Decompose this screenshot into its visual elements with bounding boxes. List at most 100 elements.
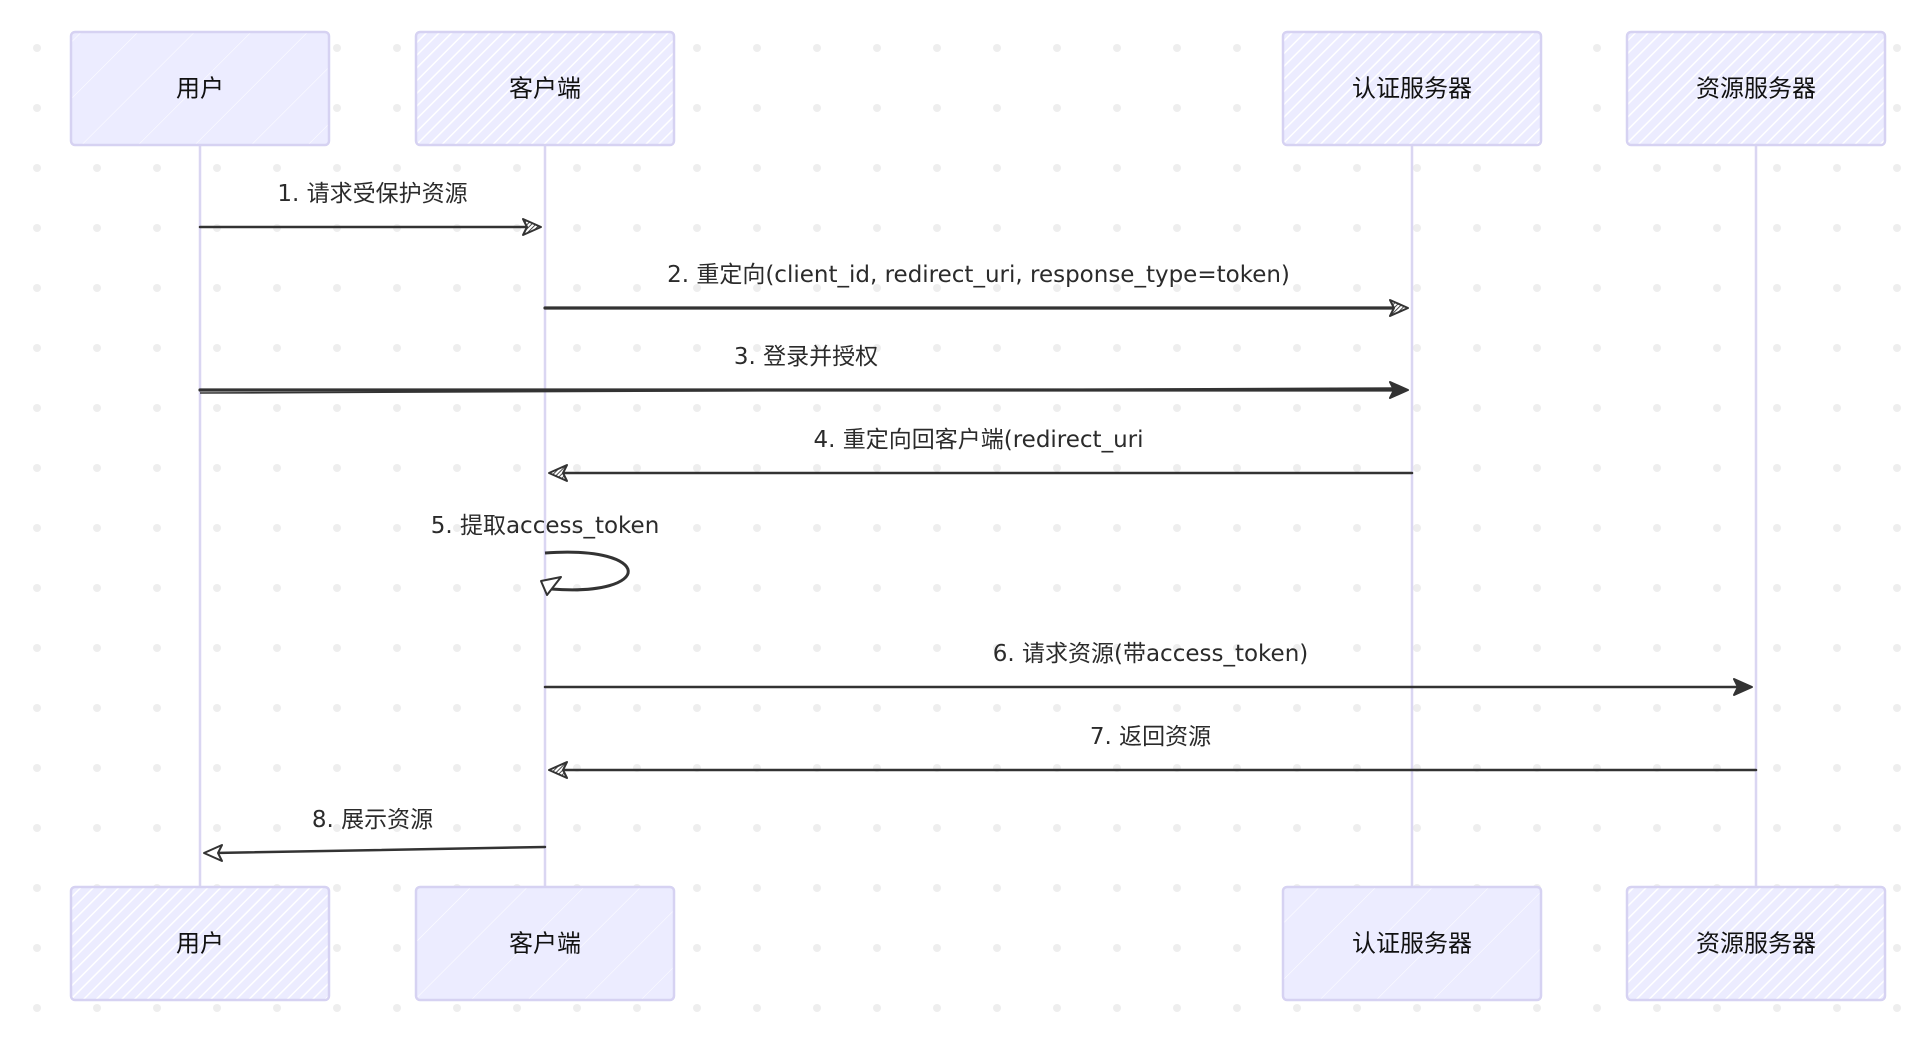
- grid-dot: [1893, 44, 1901, 52]
- grid-dot: [1653, 824, 1661, 832]
- grid-dot: [453, 464, 461, 472]
- grid-dot: [333, 884, 341, 892]
- grid-dot: [1233, 404, 1241, 412]
- actor-box: [414, 30, 676, 147]
- grid-dot: [1833, 644, 1841, 652]
- grid-dot: [1653, 164, 1661, 172]
- grid-dot: [1833, 1004, 1841, 1012]
- grid-dot: [1593, 284, 1601, 292]
- grid-dot: [1293, 824, 1301, 832]
- grid-dot: [1533, 284, 1541, 292]
- grid-dot: [1353, 824, 1361, 832]
- grid-dot: [213, 764, 221, 772]
- grid-dot: [1113, 104, 1121, 112]
- grid-dot: [393, 524, 401, 532]
- grid-dot: [1533, 584, 1541, 592]
- grid-dot: [1593, 164, 1601, 172]
- actor-label: 认证服务器: [1352, 75, 1472, 103]
- grid-dot: [273, 764, 281, 772]
- grid-dot: [933, 404, 941, 412]
- actor-label: 客户端: [509, 930, 581, 958]
- grid-dot: [1533, 164, 1541, 172]
- grid-dot: [1173, 584, 1181, 592]
- grid-dot: [93, 1004, 101, 1012]
- grid-dot: [1833, 224, 1841, 232]
- grid-dot: [573, 164, 581, 172]
- grid-dot: [1593, 584, 1601, 592]
- grid-dot: [1593, 944, 1601, 952]
- grid-dot: [1293, 404, 1301, 412]
- grid-dot: [933, 104, 941, 112]
- grid-dot: [1113, 944, 1121, 952]
- grid-dot: [693, 884, 701, 892]
- grid-dot: [873, 524, 881, 532]
- grid-dot: [1893, 884, 1901, 892]
- grid-dot: [1113, 284, 1121, 292]
- grid-dot: [1053, 524, 1061, 532]
- self-loop-line: [544, 550, 630, 592]
- grid-dot: [1773, 524, 1781, 532]
- grid-dot: [453, 644, 461, 652]
- grid-dot: [993, 284, 1001, 292]
- grid-dot: [33, 704, 41, 712]
- actor-auth-top: 认证服务器: [1281, 30, 1543, 147]
- grid-dot: [753, 584, 761, 592]
- grid-dot: [1893, 344, 1901, 352]
- message-1: 1. 请求受保护资源: [198, 181, 542, 236]
- grid-dot: [393, 704, 401, 712]
- grid-dot: [393, 944, 401, 952]
- grid-dot: [1713, 404, 1721, 412]
- grid-dot: [213, 704, 221, 712]
- grid-dot: [1233, 164, 1241, 172]
- grid-dot: [273, 284, 281, 292]
- grid-dot: [1053, 944, 1061, 952]
- grid-dot: [153, 584, 161, 592]
- grid-dot: [933, 884, 941, 892]
- grid-dot: [813, 944, 821, 952]
- arrowhead-icon: [540, 576, 562, 596]
- grid-dot: [33, 944, 41, 952]
- grid-dot: [333, 524, 341, 532]
- grid-dot: [333, 164, 341, 172]
- grid-dot: [33, 344, 41, 352]
- grid-dot: [693, 644, 701, 652]
- grid-dot: [333, 824, 341, 832]
- grid-dot: [933, 44, 941, 52]
- background-dot-grid: [33, 44, 1901, 1012]
- grid-dot: [93, 164, 101, 172]
- grid-dot: [1413, 704, 1421, 712]
- grid-dot: [1833, 404, 1841, 412]
- grid-dot: [1233, 644, 1241, 652]
- grid-dot: [153, 164, 161, 172]
- grid-dot: [1893, 944, 1901, 952]
- grid-dot: [753, 104, 761, 112]
- grid-dot: [1053, 164, 1061, 172]
- grid-dot: [1713, 1004, 1721, 1012]
- grid-dot: [1413, 464, 1421, 472]
- grid-dot: [1113, 44, 1121, 52]
- grid-dot: [1293, 164, 1301, 172]
- grid-dot: [873, 884, 881, 892]
- grid-dot: [813, 704, 821, 712]
- grid-dot: [1413, 404, 1421, 412]
- actor-box: [1625, 30, 1887, 147]
- grid-dot: [1413, 824, 1421, 832]
- grid-dot: [873, 44, 881, 52]
- grid-dot: [873, 584, 881, 592]
- grid-dot: [1233, 344, 1241, 352]
- grid-dot: [1173, 164, 1181, 172]
- grid-dot: [633, 164, 641, 172]
- grid-dot: [1893, 584, 1901, 592]
- actor-resource-bottom: 资源服务器: [1625, 885, 1887, 1002]
- grid-dot: [993, 224, 1001, 232]
- grid-dot: [1353, 224, 1361, 232]
- actor-client-bottom: 客户端: [414, 885, 676, 1002]
- actor-user-top: 用户: [69, 30, 331, 147]
- grid-dot: [1053, 284, 1061, 292]
- grid-dot: [1293, 644, 1301, 652]
- grid-dot: [333, 584, 341, 592]
- message-label: 2. 重定向(client_id, redirect_uri, response…: [667, 262, 1290, 288]
- grid-dot: [753, 464, 761, 472]
- grid-dot: [1533, 824, 1541, 832]
